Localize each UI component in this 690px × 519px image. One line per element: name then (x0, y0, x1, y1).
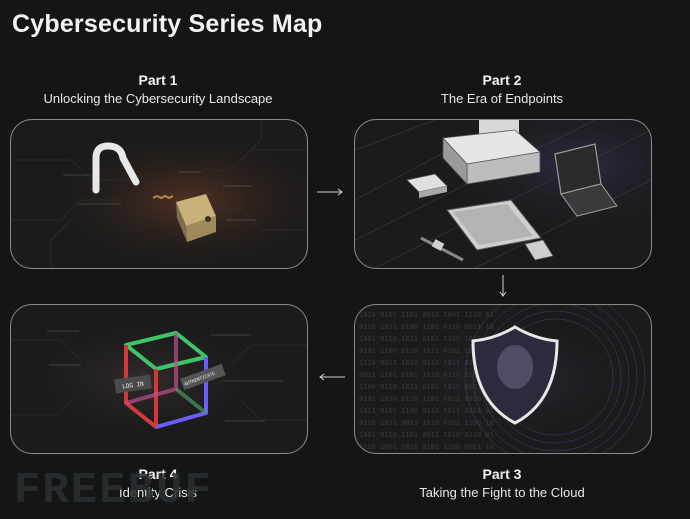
printer-icon (442, 120, 541, 186)
shield-icon (471, 325, 559, 425)
part-2-number: Part 2 (482, 72, 522, 88)
part-4-number: Part 4 (138, 466, 178, 482)
svg-text:1001 0110 1101 0011 1010 0110: 1001 0110 1101 0011 1010 0110 01 (359, 431, 494, 439)
page-title: Cybersecurity Series Map (12, 10, 323, 38)
login-label: LOG IN (122, 380, 145, 390)
identity-cube-illustration: LOG IN AUTHENTICATE (11, 305, 307, 453)
part-2-subtitle: The Era of Endpoints (440, 91, 564, 106)
svg-text:0101 1100 0110 1011 0101 1101: 0101 1100 0110 1011 0101 1101 10 (359, 347, 494, 355)
login-tag: LOG IN (114, 374, 152, 394)
svg-text:1010 0101 1101 0010 1001 1110: 1010 0101 1101 0010 1001 1110 01 (359, 311, 494, 319)
tablet-icon (446, 199, 542, 251)
part-2-panel (354, 119, 652, 269)
part-1-number: Part 1 (138, 72, 178, 88)
svg-text:0110 1001 1010 0101 1100 0011: 0110 1001 1010 0101 1100 0011 10 (359, 443, 494, 451)
part-4-heading: Part 4 Identity Crisis (8, 466, 308, 500)
part-4-subtitle: Identity Crisis (118, 485, 198, 500)
svg-text:1110 0011 1010 0110 1011 0100: 1110 0011 1010 0110 1011 0100 01 (359, 359, 494, 367)
svg-text:0101 1010 0110 1101 0011 1010: 0101 1010 0110 1101 0011 1010 10 (359, 395, 494, 403)
svg-text:0110 1011 0011 1010 0101 1100: 0110 1011 0011 1010 0101 1100 10 (359, 419, 494, 427)
arrow-left-icon (319, 373, 345, 381)
spring-icon (152, 194, 174, 200)
lock-body-icon (176, 194, 216, 242)
phone-icon (524, 239, 554, 261)
padlock-illustration (11, 120, 307, 268)
part-1-panel (10, 119, 308, 269)
part-3-panel: 1010 0101 1101 0010 1001 1110 01 0110 10… (354, 304, 652, 454)
svg-text:1100 0110 1011 0101 1010 0011: 1100 0110 1011 0101 1010 0011 01 (359, 383, 494, 391)
smartwatch-icon (420, 236, 464, 262)
watermark: FREEBUF (14, 466, 213, 516)
arrow-right-icon (317, 188, 343, 196)
part-3-subtitle: Taking the Fight to the Cloud (419, 485, 585, 500)
part-2-heading: Part 2 The Era of Endpoints (352, 72, 652, 106)
arrow-down-icon (499, 275, 507, 297)
endpoints-illustration (355, 120, 651, 268)
svg-text:0110 1011 0100 1101 0110 0011: 0110 1011 0100 1101 0110 0011 10 (359, 323, 494, 331)
part-3-number: Part 3 (482, 466, 522, 482)
laptop-icon (554, 143, 618, 217)
wireframe-cube-icon (124, 331, 208, 429)
router-icon (406, 173, 448, 198)
part-3-heading: Part 3 Taking the Fight to the Cloud (352, 466, 652, 500)
svg-text:0011 1101 0101 1010 0110 1101: 0011 1101 0101 1010 0110 1101 10 (359, 371, 494, 379)
lock-shackle-icon (92, 142, 140, 194)
part-1-heading: Part 1 Unlocking the Cybersecurity Lands… (8, 72, 308, 106)
part-1-subtitle: Unlocking the Cybersecurity Landscape (43, 91, 273, 106)
part-4-panel: LOG IN AUTHENTICATE (10, 304, 308, 454)
cloud-shield-illustration: 1010 0101 1101 0010 1001 1110 01 0110 10… (355, 305, 651, 453)
svg-text:1001 0110 1011 0101 1100 1010: 1001 0110 1011 0101 1100 1010 01 (359, 335, 494, 343)
svg-text:1011 0101 1100 0110 1011 0101: 1011 0101 1100 0110 1011 0101 01 (359, 407, 494, 415)
